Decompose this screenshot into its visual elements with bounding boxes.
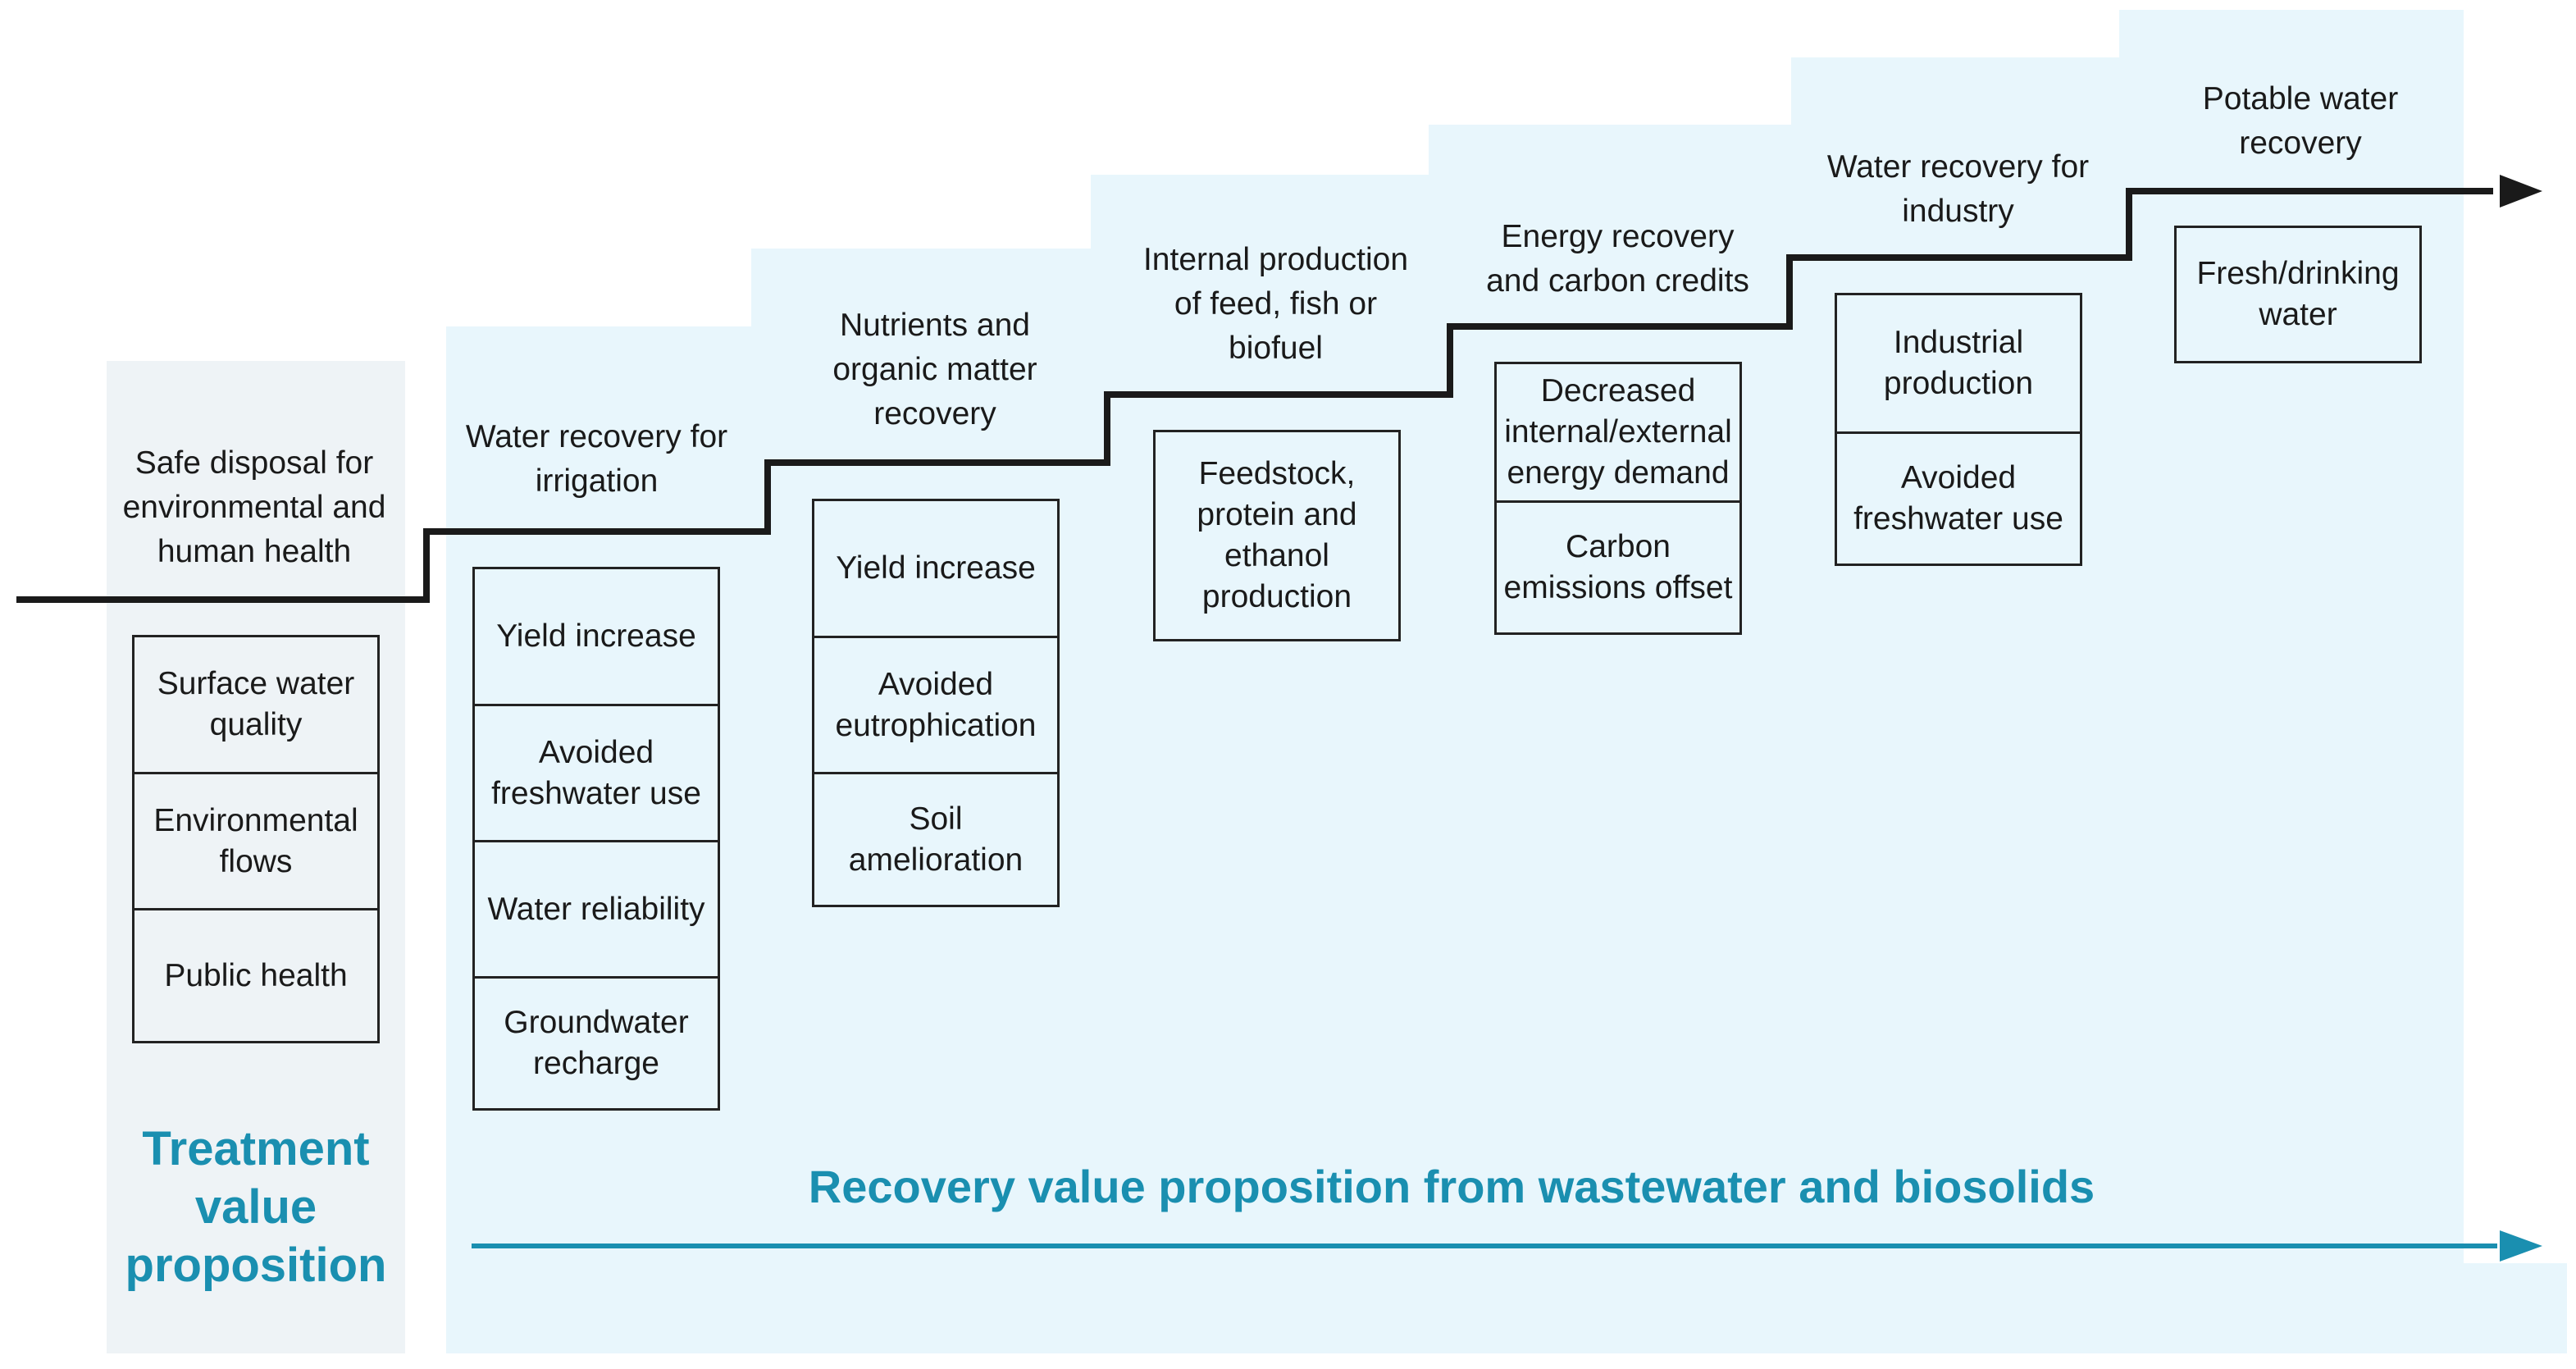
benefit-item: Carbon emissions offset xyxy=(1497,500,1739,632)
benefit-item: Environmental flows xyxy=(134,772,377,908)
step-label-irrigation: Water recovery for irrigation xyxy=(465,419,728,499)
treatment-caption: Treatment value proposition xyxy=(125,1122,387,1292)
step-label-energy-carbon: Energy recovery and carbon credits xyxy=(1486,219,1749,299)
recovery-caption: Recovery value proposition from wastewat… xyxy=(808,1161,2095,1212)
recovery-arrowhead xyxy=(2500,1230,2542,1262)
recovery-background-step-3 xyxy=(1091,175,2464,253)
staircase-arrowhead xyxy=(2500,175,2542,208)
benefit-item: Fresh/drinking water xyxy=(2196,256,2400,332)
step-label-treatment: Safe disposal for environmental and huma… xyxy=(122,445,386,569)
recovery-background-step-1 xyxy=(446,326,2464,1353)
step-label-feed-fish-biofuel: Internal production of feed, fish or bio… xyxy=(1142,242,1409,366)
benefit-box-industry: Industrial production Avoided freshwater… xyxy=(1835,293,2082,566)
recovery-background-step-6 xyxy=(2119,10,2464,62)
treatment-background xyxy=(107,361,405,1353)
benefit-item: Yield increase xyxy=(836,550,1036,586)
recovery-background-tail xyxy=(2460,1263,2567,1353)
value-staircase-line xyxy=(16,188,2493,603)
benefit-item: Water reliability xyxy=(475,840,718,976)
benefit-box-energy-carbon: Decreased internal/external energy deman… xyxy=(1494,362,1742,635)
benefit-item: Avoided freshwater use xyxy=(1837,431,2080,564)
step-label-nutrients: Nutrients and organic matter recovery xyxy=(832,308,1037,431)
recovery-background-step-4 xyxy=(1429,125,2464,179)
benefit-item: Avoided freshwater use xyxy=(475,704,718,840)
benefit-box-irrigation: Yield increase Avoided freshwater use Wa… xyxy=(472,567,720,1111)
benefit-box-potable: Fresh/drinking water xyxy=(2174,226,2422,363)
benefit-item: Yield increase xyxy=(496,618,696,654)
benefit-box-treatment: Surface water quality Environmental flow… xyxy=(132,635,380,1043)
benefit-box-feed-fish-biofuel: Feedstock, protein and ethanol productio… xyxy=(1153,430,1401,641)
recovery-background-step-2 xyxy=(751,249,2464,331)
step-label-potable: Potable water recovery xyxy=(2202,81,2399,161)
benefit-item: Avoided eutrophication xyxy=(814,636,1057,772)
benefit-item: Decreased internal/external energy deman… xyxy=(1504,373,1732,491)
benefit-item: Surface water quality xyxy=(157,666,355,742)
benefit-box-nutrients: Yield increase Avoided eutrophication So… xyxy=(812,499,1060,907)
benefit-item: Feedstock, protein and ethanol productio… xyxy=(1197,456,1357,614)
benefit-item: Groundwater recharge xyxy=(475,976,718,1108)
benefit-item: Industrial production xyxy=(1883,325,2034,401)
benefit-item: Public health xyxy=(134,908,377,1041)
step-label-industry: Water recovery for industry xyxy=(1826,149,2090,229)
recovery-background-step-5 xyxy=(1791,57,2464,129)
benefit-item: Soil amelioration xyxy=(814,772,1057,905)
